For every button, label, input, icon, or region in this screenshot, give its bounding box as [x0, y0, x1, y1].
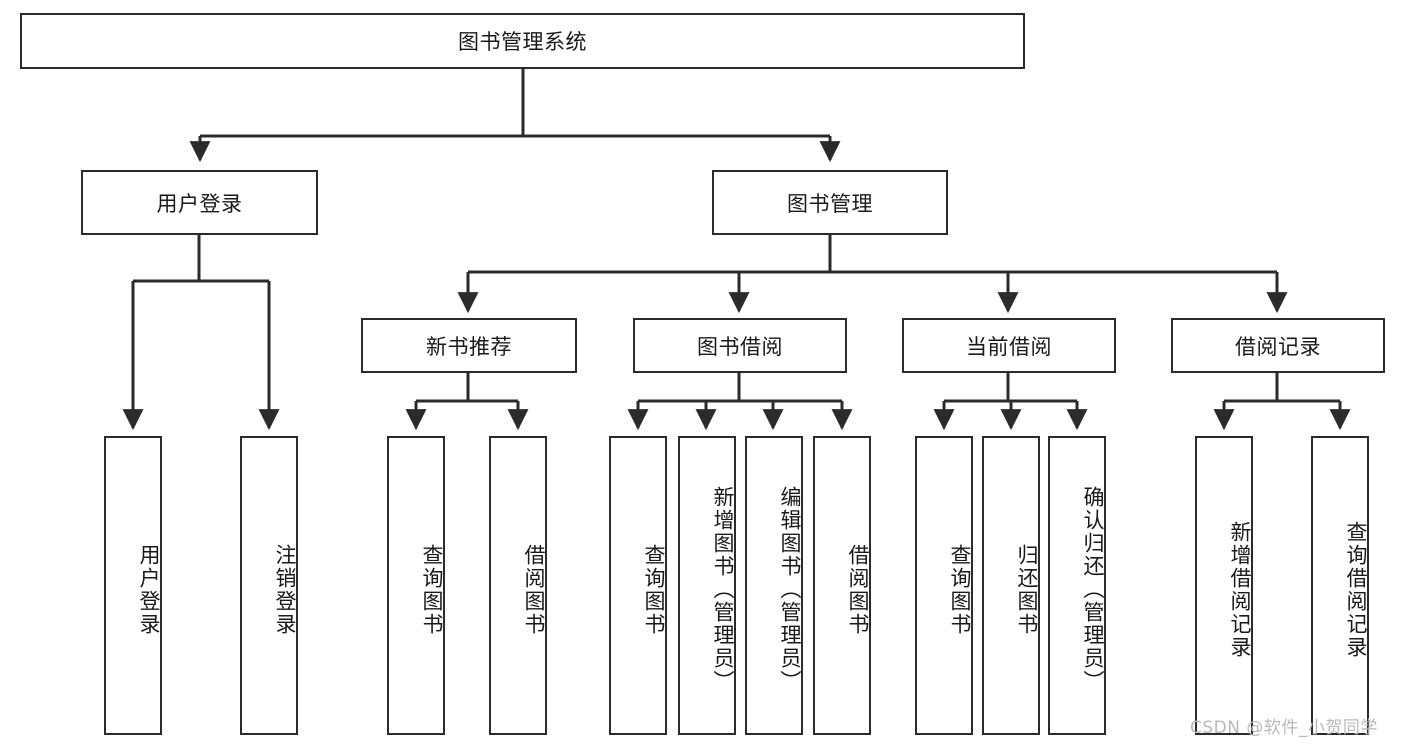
node-leaf-query-book-3-label: 查询图书	[948, 543, 972, 636]
node-book-manage[interactable]: 图书管理	[712, 170, 948, 235]
node-book-borrow-label: 图书借阅	[697, 334, 783, 359]
node-leaf-add-record[interactable]: 新增借阅记录	[1195, 436, 1253, 735]
node-current-borrow-label: 当前借阅	[966, 334, 1052, 359]
node-leaf-user-login[interactable]: 用户登录	[104, 436, 162, 735]
node-borrow-record-label: 借阅记录	[1235, 334, 1321, 359]
node-leaf-add-book[interactable]: 新增图书（管理员）	[678, 436, 736, 735]
csdn-watermark: CSDN @软件_小贺同学	[1190, 718, 1378, 738]
node-leaf-edit-book-label: 编辑图书（管理员）	[778, 486, 802, 693]
node-leaf-add-book-label: 新增图书（管理员）	[711, 486, 735, 693]
node-leaf-query-book-2[interactable]: 查询图书	[609, 436, 667, 735]
node-leaf-borrow-book-2-label: 借阅图书	[846, 543, 870, 636]
node-leaf-logout-login-label: 注销登录	[273, 543, 297, 636]
node-leaf-borrow-book-1[interactable]: 借阅图书	[489, 436, 547, 735]
node-new-book-recommend[interactable]: 新书推荐	[361, 318, 577, 373]
node-new-book-recommend-label: 新书推荐	[426, 334, 512, 359]
node-root[interactable]: 图书管理系统	[20, 13, 1025, 69]
node-leaf-return-book-label: 归还图书	[1015, 543, 1039, 636]
node-user-login-label: 用户登录	[156, 191, 243, 216]
node-leaf-query-book-1[interactable]: 查询图书	[387, 436, 445, 735]
node-root-label: 图书管理系统	[458, 30, 587, 54]
node-current-borrow[interactable]: 当前借阅	[902, 318, 1116, 373]
node-leaf-query-record[interactable]: 查询借阅记录	[1311, 436, 1369, 735]
node-leaf-borrow-book-2[interactable]: 借阅图书	[813, 436, 871, 735]
node-leaf-add-record-label: 新增借阅记录	[1228, 520, 1252, 659]
node-leaf-borrow-book-1-label: 借阅图书	[522, 543, 546, 636]
node-leaf-edit-book[interactable]: 编辑图书（管理员）	[745, 436, 803, 735]
node-book-borrow[interactable]: 图书借阅	[633, 318, 847, 373]
node-borrow-record[interactable]: 借阅记录	[1171, 318, 1385, 373]
node-leaf-confirm-return-label: 确认归还（管理员）	[1081, 486, 1105, 693]
node-leaf-logout-login[interactable]: 注销登录	[240, 436, 298, 735]
node-leaf-query-book-2-label: 查询图书	[642, 543, 666, 636]
node-leaf-confirm-return[interactable]: 确认归还（管理员）	[1048, 436, 1106, 735]
node-leaf-query-book-3[interactable]: 查询图书	[915, 436, 973, 735]
node-leaf-user-login-label: 用户登录	[137, 543, 161, 636]
node-user-login[interactable]: 用户登录	[81, 170, 318, 235]
node-leaf-query-record-label: 查询借阅记录	[1344, 520, 1368, 659]
node-book-manage-label: 图书管理	[787, 191, 873, 216]
node-leaf-return-book[interactable]: 归还图书	[982, 436, 1040, 735]
node-leaf-query-book-1-label: 查询图书	[420, 543, 444, 636]
